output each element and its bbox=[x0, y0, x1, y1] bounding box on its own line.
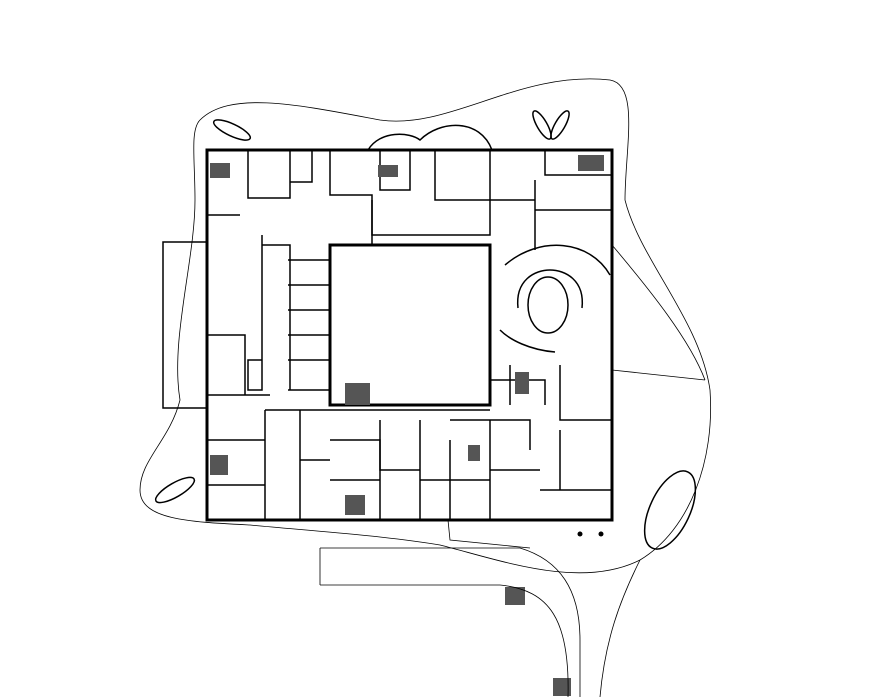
auditorium-seating bbox=[517, 269, 583, 309]
interior-walls bbox=[207, 150, 612, 520]
building-outline bbox=[205, 148, 614, 522]
site-boundary bbox=[139, 78, 712, 574]
lobby-curve bbox=[504, 244, 611, 276]
roof-arch bbox=[367, 124, 493, 151]
site-lines bbox=[447, 244, 706, 549]
reception-desk bbox=[499, 329, 556, 353]
column bbox=[598, 531, 604, 537]
entrance-canopy bbox=[162, 241, 208, 409]
oval-feature bbox=[643, 470, 697, 550]
bike-racks bbox=[154, 110, 570, 504]
road bbox=[599, 559, 641, 697]
stairs bbox=[210, 155, 604, 696]
column bbox=[577, 531, 583, 537]
walkway bbox=[319, 547, 581, 697]
courtyard bbox=[328, 243, 492, 407]
auditorium bbox=[527, 276, 569, 334]
